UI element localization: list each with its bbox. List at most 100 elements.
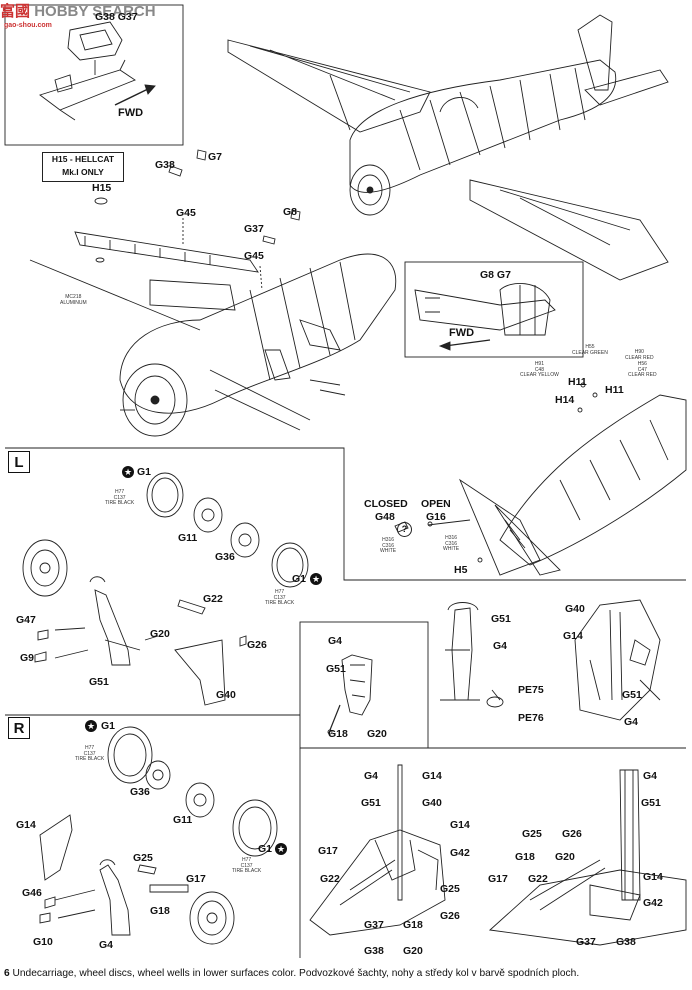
label-h14: H14	[555, 394, 575, 406]
br-g38: G38	[616, 936, 636, 948]
label-mc218: MC218 ALUMINUM	[60, 294, 87, 306]
h15-note: H15 - HELLCAT Mk.I ONLY	[42, 152, 124, 182]
dr-g51: G51	[622, 689, 642, 701]
r-paint-a: H77 C137 TIRE BLACK	[75, 745, 105, 762]
bm-g22: G22	[320, 873, 340, 885]
l-g26: G26	[247, 639, 267, 651]
label-open: OPEN	[421, 498, 451, 510]
question-icon: ?	[397, 522, 412, 537]
label-g45-b: G45	[244, 250, 264, 262]
detail-left-drawing	[327, 654, 373, 735]
aircraft-top-view	[227, 14, 669, 281]
l-g11: G11	[178, 532, 198, 544]
bm-g17: G17	[318, 845, 338, 857]
label-g48: G48	[375, 511, 395, 523]
watermark-site: gao-shou.com	[4, 22, 52, 29]
dl-g51: G51	[326, 663, 346, 675]
h15-note-line1: H15 - HELLCAT	[51, 154, 115, 164]
bottom-right-drawing	[488, 769, 687, 946]
detail-left-frame	[299, 621, 429, 749]
paint-h91: H91 C48 CLEAR YELLOW	[520, 361, 559, 378]
dr-g4: G4	[624, 716, 639, 728]
r-g36: G36	[130, 786, 150, 798]
l-g20: G20	[150, 628, 170, 640]
top-inset-parts-text: G38 G37	[95, 11, 138, 23]
br-g42: G42	[643, 897, 663, 909]
label-h11-b: H11	[605, 384, 624, 396]
fwd-label: FWD	[118, 107, 144, 119]
paint-h55: H55 CLEAR GREEN	[572, 344, 608, 356]
watermark-en: HOBBY SEARCH	[34, 3, 156, 20]
br-g26: G26	[562, 828, 582, 840]
paint-h56: H56 C47 CLEAR RED	[628, 361, 657, 378]
star-icon: ★	[275, 843, 287, 855]
label-g8: G8	[283, 206, 298, 218]
dr-g40: G40	[565, 603, 585, 615]
section-divider	[5, 447, 686, 581]
r-g10: G10	[33, 936, 53, 948]
fuselage-assembly	[29, 149, 397, 437]
dm-pe75: PE75	[518, 684, 544, 696]
br-g18: G18	[515, 851, 535, 863]
bm-g37: G37	[364, 919, 384, 931]
r-g18: G18	[150, 905, 170, 917]
dl-g4: G4	[328, 635, 343, 647]
br-g14: G14	[643, 871, 663, 883]
bm-g20: G20	[403, 945, 423, 957]
dl-g18: G18	[328, 728, 348, 740]
r-g1-a: G1	[101, 720, 116, 732]
l-g51: G51	[89, 676, 109, 688]
r-g46: G46	[22, 887, 42, 899]
l-g1-a: G1	[137, 466, 152, 478]
r-g14: G14	[16, 819, 36, 831]
left-gear-drawing	[22, 472, 309, 706]
br-g51: G51	[641, 797, 661, 809]
watermark-brand: 富國 HOBBY SEARCH	[0, 0, 156, 21]
page-number: 6	[4, 968, 10, 979]
section-r-badge: R	[8, 717, 30, 739]
label-h11-a: H11	[568, 376, 587, 388]
dl-g20: G20	[367, 728, 387, 740]
l-g9: G9	[20, 652, 35, 664]
tail-fuselage-drawing	[459, 382, 687, 576]
footer: 6 Undecarriage, wheel discs, wheel wells…	[4, 968, 579, 979]
l-g40: G40	[216, 689, 236, 701]
top-inset-frame	[4, 4, 184, 146]
bm-g38: G38	[364, 945, 384, 957]
dm-pe76: PE76	[518, 712, 544, 724]
r-g11: G11	[173, 814, 193, 826]
br-g22: G22	[528, 873, 548, 885]
label-g37: G37	[244, 223, 264, 235]
dm-g4: G4	[493, 640, 508, 652]
r-g25: G25	[133, 852, 153, 864]
bm-g4: G4	[364, 770, 379, 782]
paint-h316-b: H316 C316 WHITE	[443, 535, 460, 552]
label-h5: H5	[454, 564, 468, 576]
dr-g14: G14	[563, 630, 583, 642]
section-l-badge: L	[8, 451, 30, 473]
r-g1-b: G1	[258, 843, 273, 855]
label-g7: G7	[208, 151, 223, 163]
tail-inset-drawing	[414, 283, 556, 351]
l-g1-b: G1	[292, 573, 307, 585]
label-h15: H15	[92, 182, 112, 194]
watermark-cn: 富國	[0, 3, 31, 20]
r-paint-b: H77 C137 TIRE BLACK	[232, 857, 262, 874]
top-inset-drawing	[39, 21, 156, 121]
l-g36: G36	[215, 551, 235, 563]
label-g38: G38	[155, 159, 175, 171]
bm-g25: G25	[440, 883, 460, 895]
label-g45-a: G45	[176, 207, 196, 219]
star-icon: ★	[85, 720, 97, 732]
star-icon: ★	[310, 573, 322, 585]
r-g17: G17	[186, 873, 206, 885]
right-gear-drawing	[39, 726, 278, 945]
tail-inset-frame	[404, 261, 584, 358]
detail-mid-drawing	[440, 602, 504, 708]
paint-h316-a: H316 C316 WHITE	[380, 537, 397, 554]
bm-g26: G26	[440, 910, 460, 922]
bm-g42: G42	[450, 847, 470, 859]
label-g16: G16	[426, 511, 446, 523]
bm-g14: G14	[422, 770, 442, 782]
